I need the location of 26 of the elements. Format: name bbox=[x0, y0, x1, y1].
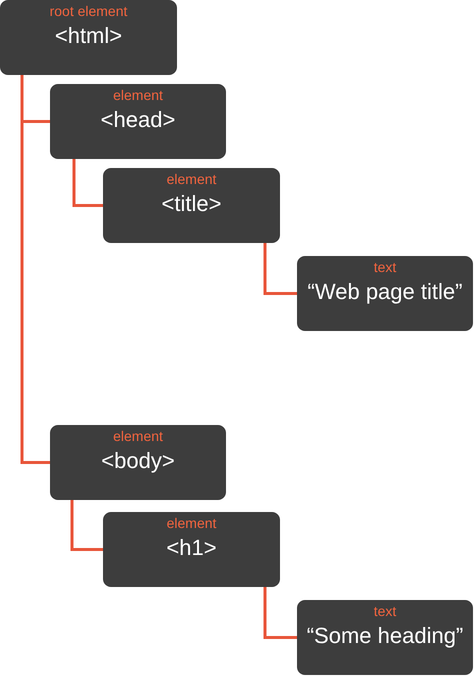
connector-line bbox=[264, 243, 297, 295]
node-tag-text: <html> bbox=[54, 22, 122, 50]
element-box bbox=[103, 168, 280, 243]
node-tag-text: <body> bbox=[101, 447, 175, 475]
node-type-label: element bbox=[113, 427, 163, 445]
node-tag-text: “Web page title” bbox=[308, 278, 462, 306]
node-type-label: root element bbox=[50, 2, 128, 20]
connector-line bbox=[70, 500, 103, 551]
element-box bbox=[297, 256, 473, 331]
connector-line bbox=[20, 75, 50, 464]
node-type-label: text bbox=[374, 602, 396, 620]
element-box bbox=[103, 512, 280, 587]
node-type-label: element bbox=[166, 170, 216, 188]
element-box bbox=[50, 84, 226, 159]
connector-line bbox=[72, 159, 103, 207]
element-box bbox=[297, 600, 473, 675]
node-tag-text: <h1> bbox=[166, 534, 217, 562]
connector-line bbox=[264, 587, 297, 639]
element-box bbox=[0, 0, 177, 75]
node-type-label: element bbox=[166, 514, 216, 532]
node-tag-text: <title> bbox=[162, 190, 222, 218]
element-box bbox=[50, 425, 226, 500]
node-type-label: text bbox=[374, 258, 396, 276]
node-tag-text: “Some heading” bbox=[306, 622, 464, 650]
node-tag-text: <head> bbox=[100, 106, 176, 134]
node-type-label: element bbox=[113, 86, 163, 104]
